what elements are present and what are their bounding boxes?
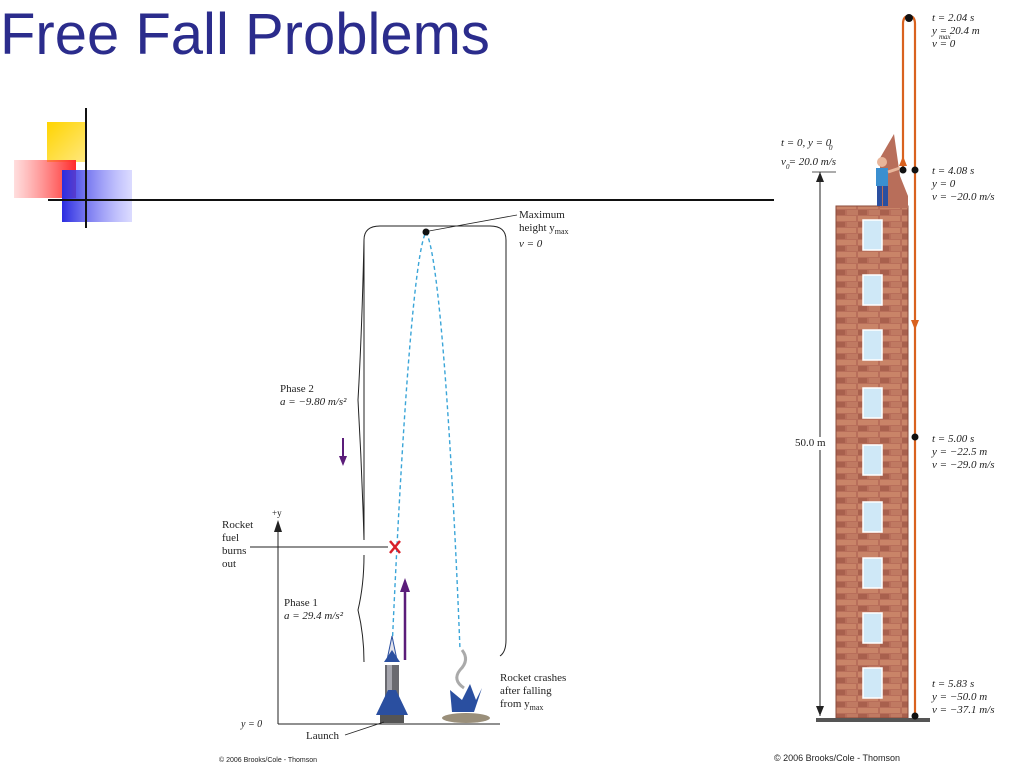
return-point: [911, 166, 919, 174]
crashed-rocket-icon: [442, 649, 490, 723]
title-underline: [122, 199, 774, 201]
rocket-trajectory: [391, 230, 461, 651]
down-arrow-icon: [911, 320, 919, 330]
t408-label: t = 4.08 s y = 0 v = −20.0 m/s: [932, 165, 995, 203]
launch-label: Launch: [306, 730, 339, 742]
t500-label: t = 5.00 s y = −22.5 m v = −29.0 m/s: [932, 433, 995, 471]
height-label: 50.0 m: [794, 437, 827, 450]
rocket-launch-icon: [376, 635, 408, 723]
y-zero-label: y = 0: [241, 719, 263, 730]
y-axis-arrow-icon: [274, 520, 282, 532]
phase2-brace: [357, 239, 365, 541]
up-arrow-icon: [899, 156, 907, 166]
burnout-mark-icon: [389, 540, 401, 554]
down-arrow-icon: [339, 438, 347, 466]
phase1-label: Phase 1 a = 29.4 m/s²: [284, 597, 344, 622]
ground-point: [911, 712, 919, 720]
apex-point: [905, 14, 913, 22]
max-height-label: Maximum height ymax v = 0: [519, 209, 569, 251]
building-windows: [862, 219, 883, 699]
person-throwing-icon: [876, 157, 901, 206]
blue-square: [62, 170, 132, 222]
corner-decoration: [14, 108, 150, 228]
start-point: [899, 166, 907, 174]
up-arrow-icon: [400, 578, 410, 660]
crash-label: Rocket crashes after falling from ymax: [500, 672, 567, 713]
y-axis-label: +y: [272, 508, 282, 518]
burnout-label: Rocket fuel burns out: [222, 519, 254, 570]
max-height-leader: [428, 214, 518, 232]
ground: [816, 718, 930, 722]
yellow-square: [47, 122, 87, 162]
phase1-brace: [357, 554, 365, 663]
building-copyright: © 2006 Brooks/Cole - Thomson: [774, 753, 901, 763]
max-height-point: [422, 228, 430, 236]
rocket-copyright: © 2006 Brooks/Cole - Thomson: [219, 757, 318, 764]
mid-point: [911, 433, 919, 441]
slide-title: Free Fall Problems: [0, 2, 490, 67]
flight-bracket: [363, 225, 507, 657]
phase2-label: Phase 2 a = −9.80 m/s²: [280, 383, 347, 408]
t583-label: t = 5.83 s y = −50.0 m v = −37.1 m/s: [932, 678, 995, 716]
